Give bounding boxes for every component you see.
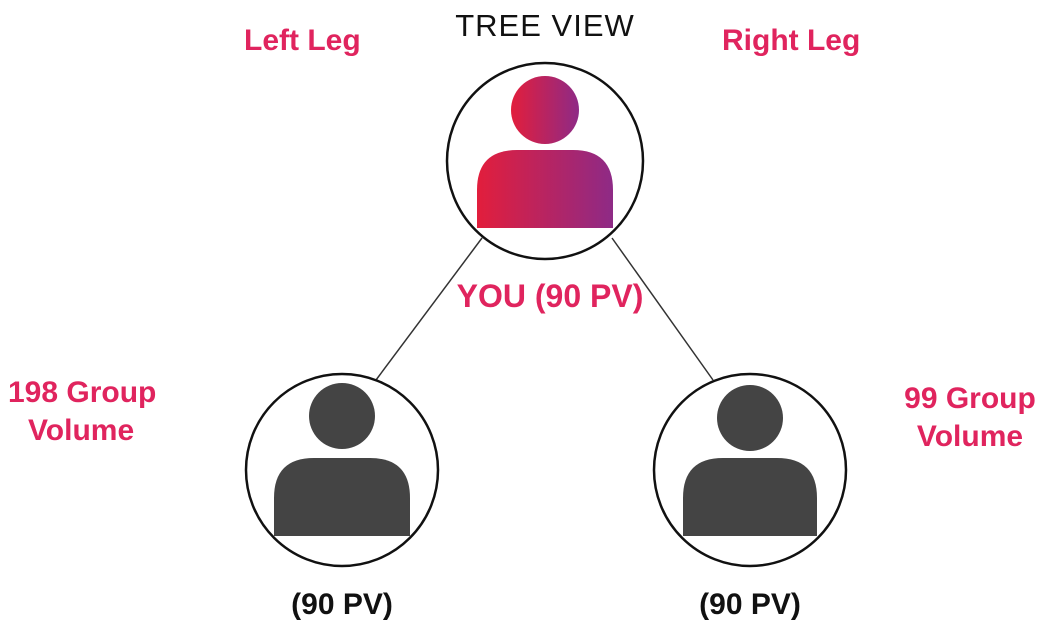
right-group-volume-line2: Volume [916,420,1024,453]
diagram-title: TREE VIEW [455,8,635,43]
right-leg-label: Right Leg [722,24,861,57]
user-avatar-icon [477,76,613,228]
left-group-volume: 198 Group Volume [8,374,156,450]
you-pv-label: YOU (90 PV) [456,278,644,314]
connector-right [611,237,714,381]
right-group-volume: 99 Group Volume [890,380,1050,456]
left-group-volume-line1: 198 Group [8,376,157,409]
connector-left [375,237,483,381]
left-group-volume-line2: Volume [28,414,135,447]
node-left-child [244,372,440,568]
left-child-pv: (90 PV) [291,588,393,621]
user-avatar-icon [274,383,410,536]
node-right-child [652,372,848,568]
right-child-pv: (90 PV) [699,588,801,621]
right-group-volume-line1: 99 Group [904,382,1036,415]
node-you [445,61,645,261]
user-avatar-icon [683,385,817,536]
left-leg-label: Left Leg [244,24,361,57]
